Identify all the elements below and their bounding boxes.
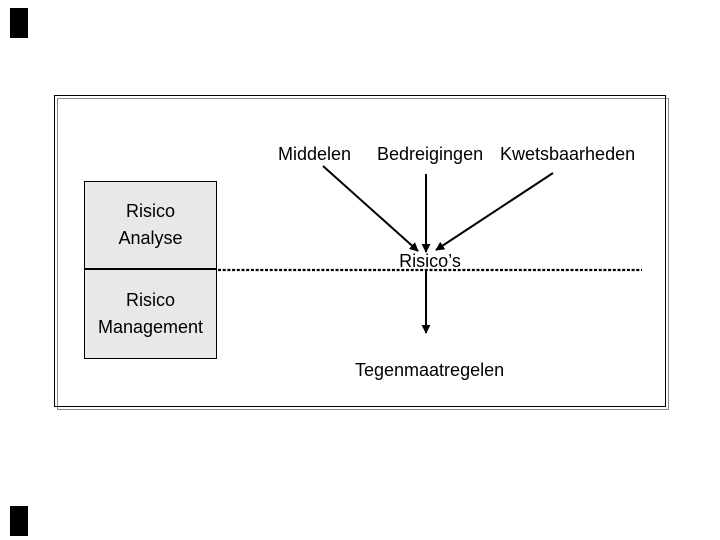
label-risicos: Risico’s: [399, 251, 461, 271]
risico-management-line1: Risico: [125, 290, 175, 310]
risico-box: Risico Analyse Risico Management: [84, 181, 217, 359]
label-bedreigingen: Bedreigingen: [377, 144, 484, 164]
label-tegenmaatregelen: Tegenmaatregelen: [355, 360, 505, 380]
risico-management-line2: Management: [97, 317, 204, 337]
risico-analyse-cell: Risico Analyse: [85, 182, 216, 270]
risico-analyse-line2: Analyse: [118, 228, 183, 248]
label-kwetsbaarheden: Kwetsbaarheden: [500, 144, 636, 164]
risico-management-cell: Risico Management: [85, 270, 216, 358]
risico-analyse-line1: Risico: [125, 201, 175, 221]
scan-artifact-bottom: [10, 506, 28, 536]
diagram-frame-shadow: [57, 98, 669, 410]
scan-artifact-top: [10, 8, 28, 38]
label-middelen: Middelen: [278, 144, 352, 164]
diagram-frame: [54, 95, 666, 407]
